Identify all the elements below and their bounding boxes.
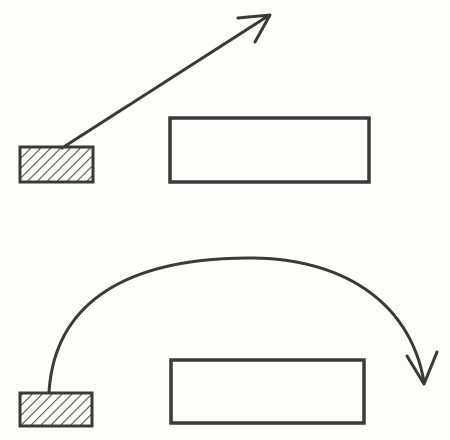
target-rectangle	[169, 358, 366, 425]
target-rectangle	[168, 116, 371, 184]
arrow-head-icon	[236, 13, 272, 44]
straight-trajectory-line	[60, 14, 270, 150]
arc-trajectory-line	[47, 256, 426, 394]
hatched-launcher-block	[18, 145, 95, 184]
panel-straight-trajectory	[18, 13, 371, 184]
hatched-launcher-block	[18, 391, 94, 428]
panel-arc-trajectory	[18, 256, 439, 428]
arrow-head-icon	[405, 350, 439, 386]
